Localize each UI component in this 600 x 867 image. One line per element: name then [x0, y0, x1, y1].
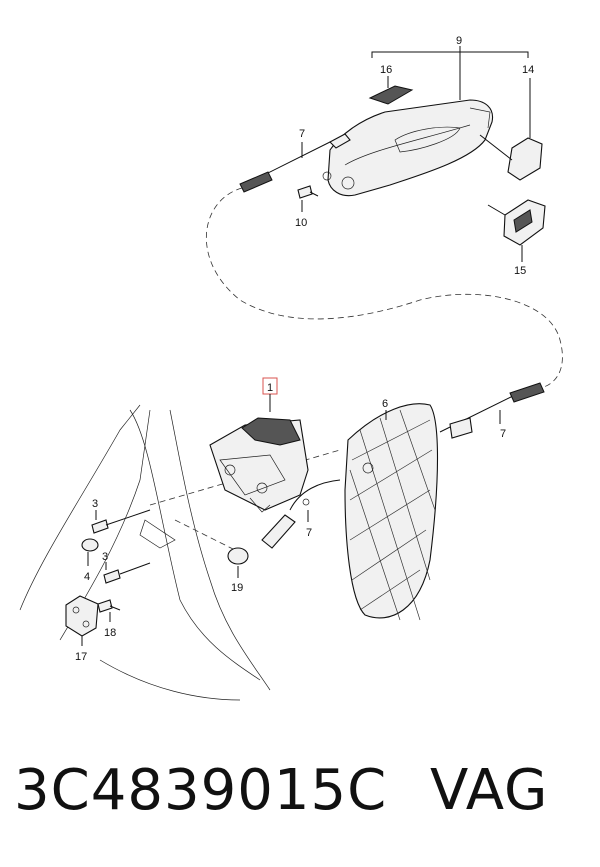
door-panel-6 [344, 403, 439, 621]
callout-10: 10 [295, 217, 307, 229]
cable-7-mid [289, 479, 341, 522]
cable-7-right [439, 382, 545, 439]
callout-14: 14 [522, 64, 534, 76]
callout-3-upper: 3 [92, 498, 98, 510]
callout-7-right: 7 [500, 428, 506, 440]
brand-name: VAG [430, 758, 549, 823]
screw-10 [297, 185, 319, 212]
callout-15: 15 [514, 265, 526, 277]
exploded-parts-diagram: 9 16 14 7 10 15 1 6 7 7 3 4 3 19 18 17 [19, 35, 563, 701]
part-15-cap [487, 199, 546, 262]
callout-3-lower: 3 [102, 551, 108, 563]
plug-19 [227, 547, 249, 578]
callout-18: 18 [104, 627, 116, 639]
part-number: 3C4839015C [14, 758, 388, 823]
plug-4 [81, 538, 99, 566]
part-14-cap [479, 78, 543, 181]
screw-3-upper [91, 509, 151, 534]
callout-labels: 9 16 14 7 10 15 1 6 7 7 3 4 3 19 18 17 [75, 35, 534, 663]
callout-1: 1 [267, 382, 273, 394]
cable-routing-path [205, 187, 563, 389]
callout-4: 4 [84, 571, 90, 583]
door-lock-unit-1 [209, 377, 309, 549]
callout-17: 17 [75, 651, 87, 663]
door-handle-assembly [239, 46, 546, 262]
callout-16: 16 [380, 64, 392, 76]
screw-3-lower [103, 562, 151, 584]
callout-9: 9 [456, 35, 462, 47]
callout-6: 6 [382, 398, 388, 410]
part-16-cover [368, 76, 414, 105]
screw-18 [97, 599, 121, 622]
callout-7-top: 7 [299, 128, 305, 140]
callout-19: 19 [231, 582, 243, 594]
striker-17 [65, 595, 99, 646]
callout-7-mid: 7 [306, 527, 312, 539]
cable-7-top [239, 133, 351, 193]
